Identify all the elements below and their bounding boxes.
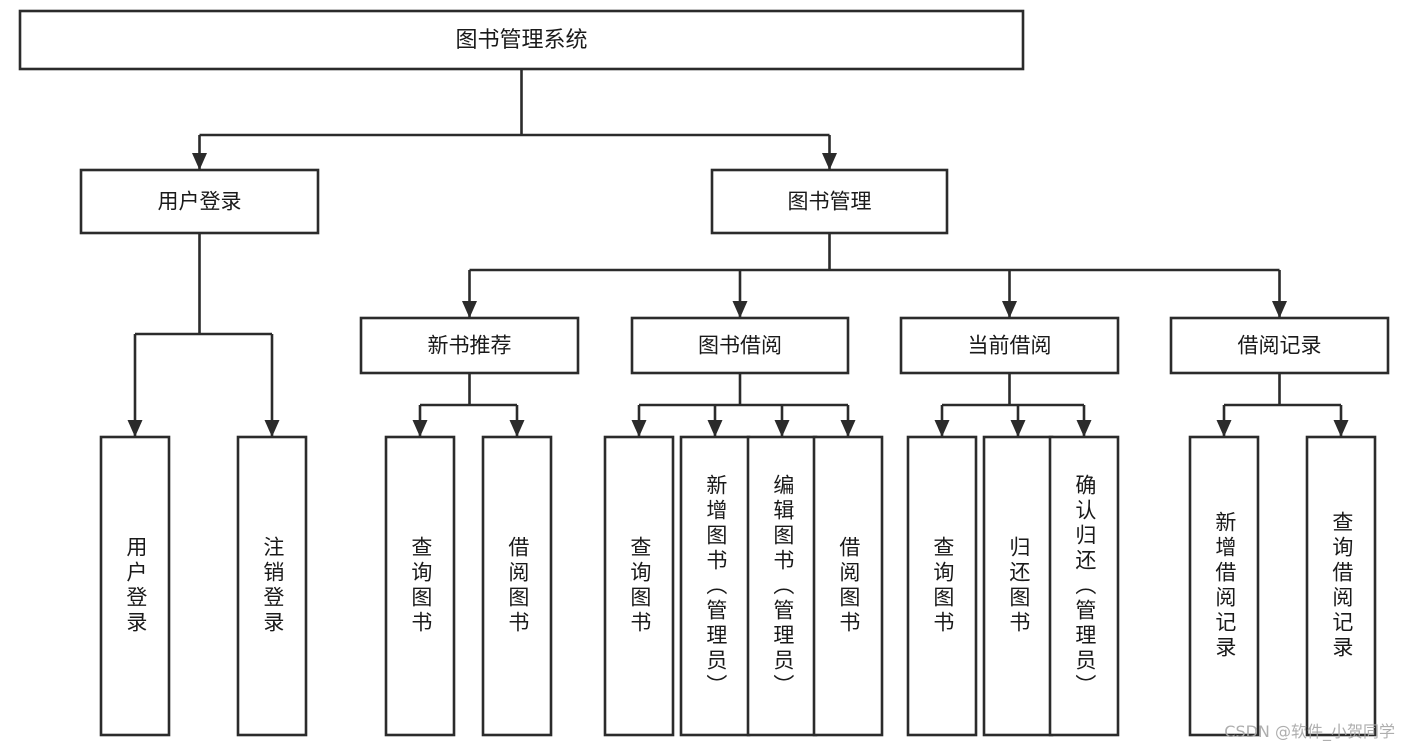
node-label-level3-3: 借阅记录 bbox=[1238, 334, 1322, 358]
arrow-head-icon bbox=[1216, 420, 1232, 437]
arrow-head-icon bbox=[192, 153, 207, 170]
leaf-box-10 bbox=[1048, 435, 1120, 737]
arrow-head-icon bbox=[1272, 301, 1287, 318]
leaf-box-3 bbox=[481, 435, 553, 737]
arrow-head-icon bbox=[631, 420, 647, 437]
arrow-head-icon bbox=[1076, 420, 1092, 437]
node-box-level3-3 bbox=[1169, 316, 1390, 375]
arrow-head-icon bbox=[774, 420, 790, 437]
leaf-box-0 bbox=[99, 435, 171, 737]
arrow-head-icon bbox=[1010, 420, 1026, 437]
arrow-head-icon bbox=[509, 420, 525, 437]
arrow-head-icon bbox=[127, 420, 143, 437]
arrow-head-icon bbox=[732, 301, 748, 318]
node-label-level2-0: 用户登录 bbox=[158, 190, 242, 214]
node-label-root: 图书管理系统 bbox=[455, 28, 587, 53]
node-box-root bbox=[18, 9, 1025, 71]
node-box-level3-0 bbox=[359, 316, 580, 375]
leaf-box-11 bbox=[1188, 435, 1260, 737]
arrow-head-icon bbox=[412, 420, 428, 437]
connector-layer bbox=[127, 69, 1349, 437]
leaf-box-4 bbox=[603, 435, 675, 737]
leaf-box-5 bbox=[679, 435, 751, 737]
leaf-box-9 bbox=[982, 435, 1054, 737]
leaf-box-2 bbox=[384, 435, 456, 737]
node-box-level3-1 bbox=[630, 316, 850, 375]
arrow-head-icon bbox=[462, 301, 477, 318]
arrow-head-icon bbox=[1333, 420, 1349, 437]
leaf-box-1 bbox=[236, 435, 308, 737]
arrow-head-icon bbox=[1002, 301, 1017, 318]
node-box-level2-0 bbox=[79, 168, 320, 235]
arrow-head-icon bbox=[934, 420, 950, 437]
watermark-text: CSDN @软件_小贺同学 bbox=[1224, 722, 1395, 741]
leaf-box-6 bbox=[746, 435, 818, 737]
leaf-box-12 bbox=[1305, 435, 1377, 737]
arrow-head-icon bbox=[264, 420, 280, 437]
arrow-head-icon bbox=[707, 420, 723, 437]
leaf-box-8 bbox=[906, 435, 978, 737]
node-label-level3-2: 当前借阅 bbox=[968, 334, 1052, 358]
node-box-level3-2 bbox=[899, 316, 1120, 375]
box-layer bbox=[18, 9, 1390, 737]
node-label-level2-1: 图书管理 bbox=[788, 190, 872, 214]
arrow-head-icon bbox=[840, 420, 856, 437]
leaf-box-7 bbox=[812, 435, 884, 737]
node-label-level3-1: 图书借阅 bbox=[698, 334, 782, 358]
arrow-head-icon bbox=[822, 153, 837, 170]
node-label-level3-0: 新书推荐 bbox=[428, 334, 512, 358]
node-box-level2-1 bbox=[710, 168, 949, 235]
